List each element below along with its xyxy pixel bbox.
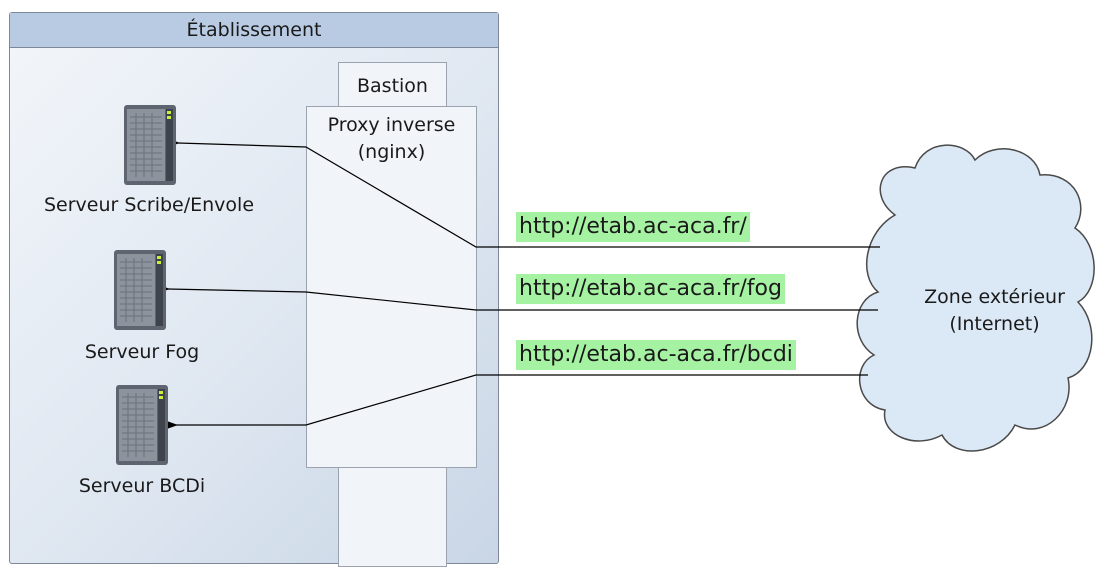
server-tower-icon	[124, 105, 176, 185]
url-label-fog: http://etab.ac-aca.fr/fog	[516, 274, 785, 304]
connection-line-fog	[155, 283, 878, 311]
connection-line-scribe	[165, 137, 880, 248]
server-label-bcdi: Serveur BCDi	[78, 475, 206, 497]
proxy-label-line1: Proxy inverse	[327, 114, 456, 136]
url-label-scribe: http://etab.ac-aca.fr/	[516, 212, 750, 242]
proxy-label-line2: (nginx)	[357, 141, 426, 163]
etablissement-title: Établissement	[10, 13, 498, 48]
zone-label-line1: Zone extérieur	[924, 286, 1065, 308]
bastion-label: Bastion	[357, 75, 428, 97]
cloud-icon	[856, 144, 1095, 452]
proxy-label: Proxy inverse (nginx)	[306, 112, 477, 166]
zone-exterieur-label: Zone extérieur (Internet)	[887, 284, 1102, 338]
zone-label-line2: (Internet)	[949, 313, 1040, 335]
connection-line-bcdi	[164, 374, 868, 430]
url-label-bcdi: http://etab.ac-aca.fr/bcdi	[516, 340, 796, 370]
server-tower-icon	[116, 385, 168, 465]
proxy-box	[306, 106, 477, 468]
server-label-scribe: Serveur Scribe/Envole	[43, 194, 255, 216]
server-label-fog: Serveur Fog	[84, 341, 200, 363]
server-tower-icon	[114, 250, 166, 330]
